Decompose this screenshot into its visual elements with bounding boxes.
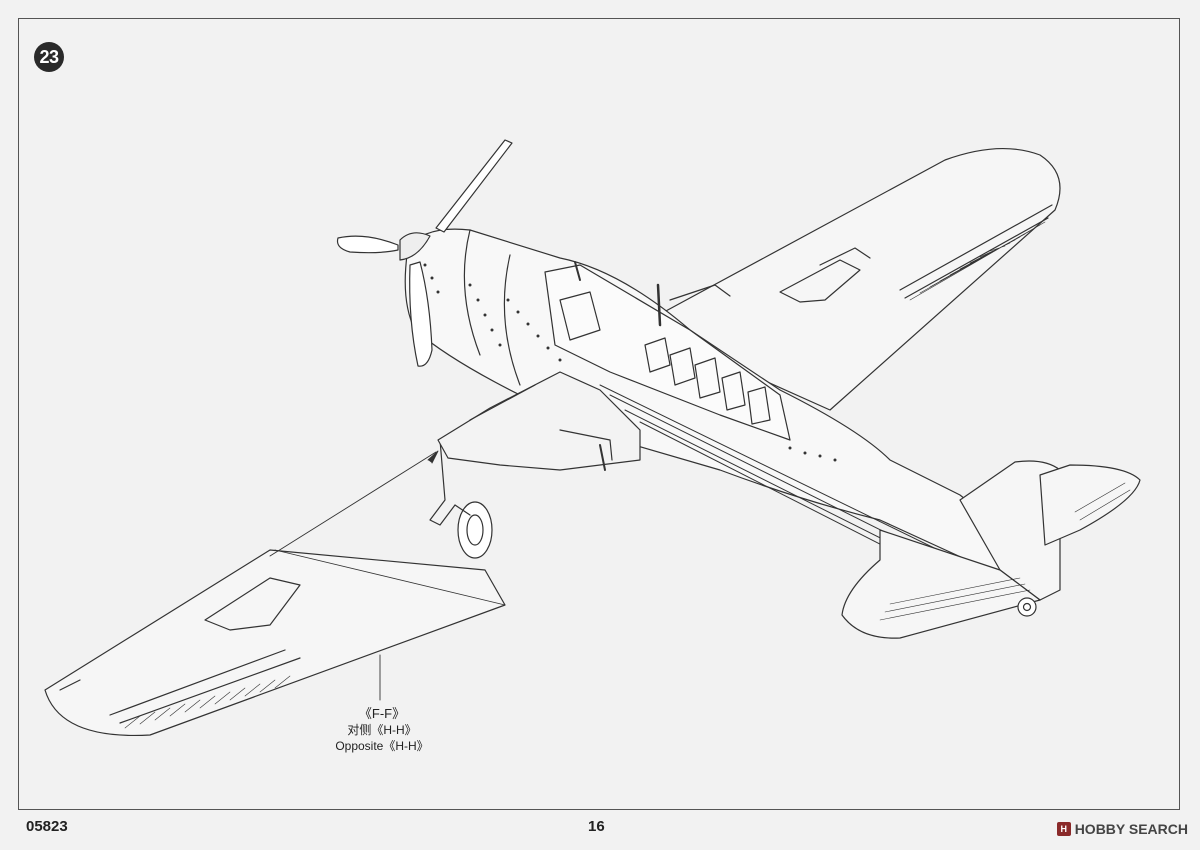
kit-code: 05823 [26,818,68,835]
watermark-text: HOBBY SEARCH [1074,821,1188,837]
page-number: 16 [588,818,605,835]
assembly-guide-lines [269,450,439,701]
canopy [544,261,791,441]
tail-assembly [841,460,1141,639]
page-frame [18,18,1180,810]
hobby-search-watermark: H HOBBY SEARCH [1056,821,1188,837]
propeller [336,139,513,367]
callout-opposite-cn: 对侧《H-H》 [347,723,417,737]
hobby-search-logo-icon: H [1056,822,1071,836]
step-number-badge: 23 [34,42,64,72]
landing-gear [429,439,493,559]
wing-root [437,371,641,471]
left-wing [44,549,506,737]
part-callout: 《F-F》 对侧《H-H》 Opposite《H-H》 [322,706,442,754]
callout-opposite-en: Opposite《H-H》 [335,739,429,753]
callout-part-code: 《F-F》 [358,706,406,721]
right-wing [639,148,1061,411]
